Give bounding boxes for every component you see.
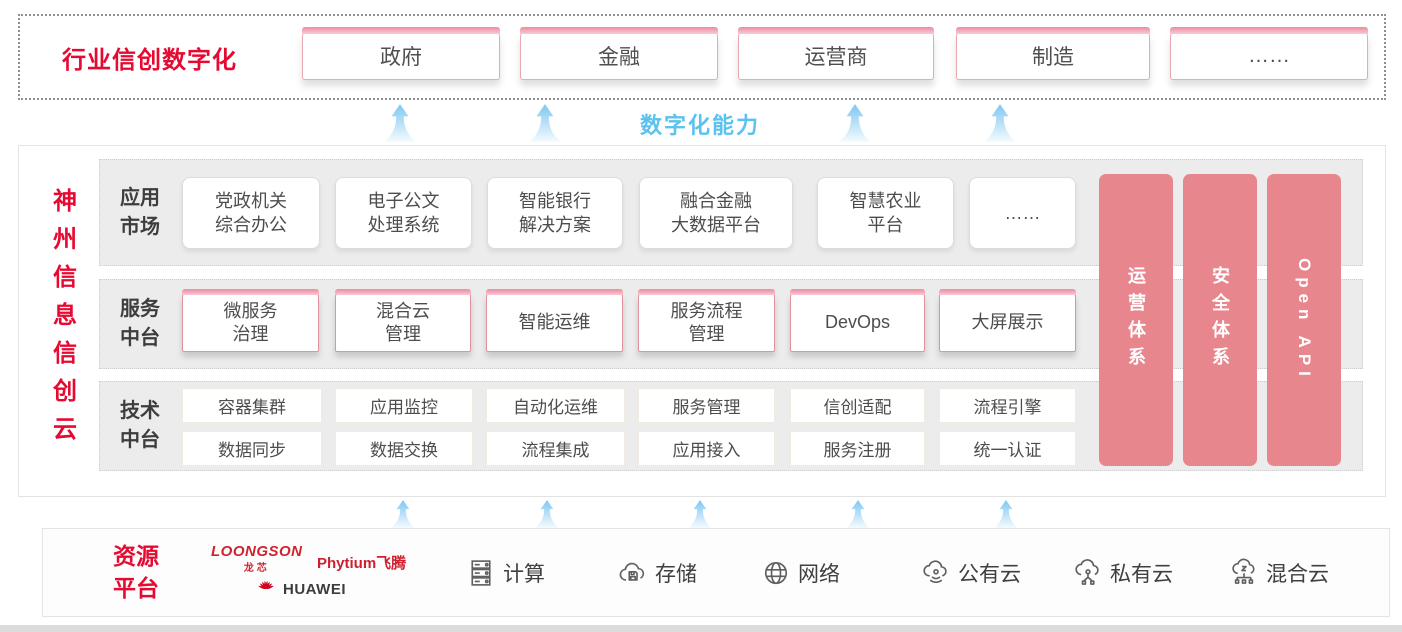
loongson-logo: LOONGSON 龙芯 bbox=[211, 543, 303, 574]
resource-item-private-cloud: 私有云 bbox=[1073, 558, 1173, 588]
tech-card: 服务管理 bbox=[638, 388, 775, 423]
resource-item-hybrid-cloud: 混合云 bbox=[1229, 558, 1329, 588]
huawei-logo-text: HUAWEI bbox=[283, 580, 346, 598]
tech-card: 流程集成 bbox=[486, 431, 625, 466]
service-card: 微服务 治理 bbox=[182, 289, 319, 352]
service-card: 大屏展示 bbox=[939, 289, 1076, 352]
platform-title: 神州信息信创云 bbox=[48, 188, 76, 454]
tech-card: 自动化运维 bbox=[486, 388, 625, 423]
tech-card: 数据交换 bbox=[335, 431, 473, 466]
sector-card-government: 政府 bbox=[302, 27, 500, 80]
resource-platform-box: 资源 平台 LOONGSON 龙芯 Phytium飞腾 HUAWEI 计算 bbox=[42, 528, 1390, 617]
sector-card-more: …… bbox=[1170, 27, 1368, 80]
tech-card: 应用接入 bbox=[638, 431, 775, 466]
side-bar-security-system: 安全体系 bbox=[1183, 174, 1257, 466]
up-arrow-icon bbox=[685, 500, 715, 528]
service-card: 智能运维 bbox=[486, 289, 623, 352]
resource-item-network: 网络 bbox=[761, 558, 840, 588]
industry-band-title: 行业信创数字化 bbox=[62, 46, 237, 74]
tech-card: 容器集群 bbox=[182, 388, 322, 423]
bottom-strip bbox=[0, 625, 1402, 632]
resource-item-label: 存储 bbox=[655, 562, 697, 586]
service-card: 服务流程 管理 bbox=[638, 289, 775, 352]
capability-label: 数字化能力 bbox=[639, 113, 760, 138]
resource-item-label: 混合云 bbox=[1266, 562, 1329, 586]
tech-card: 服务注册 bbox=[790, 431, 925, 466]
loongson-logo-text: LOONGSON bbox=[211, 543, 303, 560]
hybrid-cloud-icon bbox=[1232, 558, 1255, 584]
side-bar-operation-system: 运营体系 bbox=[1099, 174, 1173, 466]
resource-item-public-cloud: 公有云 bbox=[921, 558, 1021, 588]
up-arrow-icon bbox=[532, 500, 562, 528]
resource-item-compute: 计算 bbox=[466, 558, 545, 588]
up-arrow-icon bbox=[991, 500, 1021, 528]
app-card-more: …… bbox=[969, 177, 1076, 249]
sector-card-manufacturing: 制造 bbox=[956, 27, 1150, 80]
huawei-flower-icon bbox=[258, 580, 274, 590]
service-card: DevOps bbox=[790, 289, 925, 352]
loongson-logo-cn: 龙芯 bbox=[243, 563, 270, 574]
resource-item-label: 私有云 bbox=[1110, 562, 1173, 586]
industry-band: 行业信创数字化 政府 金融 运营商 制造 …… bbox=[18, 14, 1386, 100]
tech-card: 应用监控 bbox=[335, 388, 473, 423]
sector-card-operator: 运营商 bbox=[738, 27, 934, 80]
app-card: 智能银行 解决方案 bbox=[487, 177, 623, 249]
up-arrow-icon bbox=[388, 500, 418, 528]
phytium-logo: Phytium飞腾 bbox=[317, 555, 407, 572]
compute-icon bbox=[471, 559, 491, 586]
up-arrow-icon bbox=[838, 104, 872, 142]
tech-card: 流程引擎 bbox=[939, 388, 1076, 423]
app-card: 党政机关 综合办公 bbox=[182, 177, 320, 249]
resource-item-storage: 存储 bbox=[618, 558, 697, 588]
resource-item-label: 计算 bbox=[503, 562, 545, 586]
public-cloud-icon bbox=[923, 559, 947, 583]
tech-card: 信创适配 bbox=[790, 388, 925, 423]
app-market-label: 应用 市场 bbox=[120, 186, 160, 238]
huawei-logo: HUAWEI bbox=[255, 579, 346, 599]
side-bar-open-api: Open API bbox=[1267, 174, 1341, 466]
up-arrow-icon bbox=[983, 104, 1017, 142]
app-card: 电子公文 处理系统 bbox=[335, 177, 472, 249]
tech-card: 统一认证 bbox=[939, 431, 1076, 466]
tech-card: 数据同步 bbox=[182, 431, 322, 466]
app-card: 智慧农业 平台 bbox=[817, 177, 954, 249]
app-card: 融合金融 大数据平台 bbox=[639, 177, 793, 249]
service-card: 混合云 管理 bbox=[335, 289, 471, 352]
storage-icon bbox=[619, 562, 645, 581]
tech-platform-row: 技术 中台 容器集群 应用监控 自动化运维 服务管理 信创适配 流程引擎 数据同… bbox=[99, 381, 1363, 471]
tech-platform-label: 技术 中台 bbox=[120, 400, 160, 451]
up-arrow-icon bbox=[843, 500, 873, 528]
resource-item-label: 公有云 bbox=[958, 562, 1021, 586]
up-arrow-icon bbox=[383, 104, 417, 142]
up-arrow-icon bbox=[528, 104, 562, 142]
sector-card-finance: 金融 bbox=[520, 27, 718, 80]
service-platform-label: 服务 中台 bbox=[120, 298, 160, 349]
private-cloud-icon bbox=[1075, 558, 1099, 585]
resource-item-label: 网络 bbox=[798, 562, 840, 586]
service-platform-row: 服务 中台 微服务 治理 混合云 管理 智能运维 服务流程 管理 DevOps … bbox=[99, 279, 1363, 369]
platform-box: 神州信息信创云 应用 市场 党政机关 综合办公 电子公文 处理系统 智能银行 解… bbox=[18, 145, 1386, 497]
app-market-row: 应用 市场 党政机关 综合办公 电子公文 处理系统 智能银行 解决方案 融合金融… bbox=[99, 159, 1363, 266]
network-icon bbox=[764, 561, 788, 584]
resource-platform-label: 资源 平台 bbox=[113, 543, 159, 601]
